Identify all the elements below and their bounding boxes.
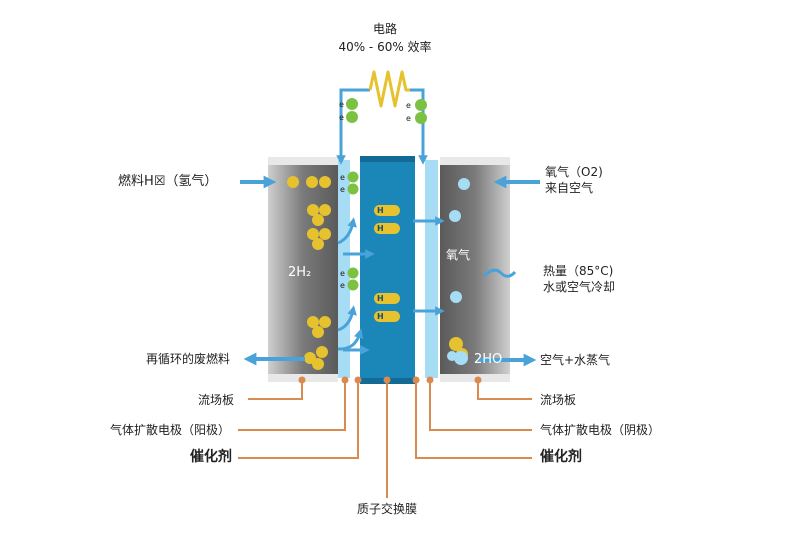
- anode-gas-label: 2H₂: [288, 265, 312, 280]
- hydrogen-flow-arrow-2: [337, 305, 357, 332]
- leader-gdl-cathode: [429, 380, 532, 431]
- leader-catalyst-left: [238, 380, 359, 459]
- circuit-title: 电路: [372, 22, 397, 36]
- electron-group-right: [415, 99, 427, 124]
- heat-wave: [482, 268, 517, 278]
- resistor: [368, 70, 410, 108]
- circuit-efficiency: 40% - 60% 效率: [338, 40, 432, 54]
- water-molecule-alt: [454, 351, 468, 365]
- leader-gdl-anode: [238, 380, 346, 431]
- electron-group-left: [346, 98, 358, 123]
- electron-symbol-1: e: [339, 100, 344, 109]
- gdl-anode-label: 气体扩散电极（阳极）: [110, 423, 231, 437]
- electron-symbol-5: e: [340, 173, 345, 182]
- leader-catalyst-right: [415, 380, 532, 459]
- cathode-gas-label: 氧气: [446, 248, 471, 262]
- gdl-cathode-label: 气体扩散电极（阴极）: [540, 423, 661, 437]
- electron-symbol-7: e: [340, 269, 345, 278]
- proton-symbol-2: H: [377, 224, 384, 233]
- anode-flow-plate: [268, 157, 338, 382]
- membrane-label: 质子交换膜: [356, 502, 417, 516]
- recycled-fuel-label: 再循环的废燃料: [146, 352, 231, 366]
- hydrogen-molecules: [287, 176, 331, 370]
- oxygen-particles: [449, 178, 470, 303]
- proton-symbol-3: H: [377, 294, 384, 303]
- electron-symbol-3: e: [406, 101, 411, 110]
- exhaust-label: 空气+水蒸气: [540, 353, 611, 367]
- electron-symbol-4: e: [406, 114, 411, 123]
- heat-label: 热量（85°C): [543, 264, 614, 278]
- leader-flow-plate-right: [477, 380, 532, 400]
- proton-group-upper: [374, 205, 400, 234]
- oxygen-label: 氧气（O2): [545, 165, 603, 179]
- leader-flow-plate-left: [248, 380, 303, 400]
- hydrogen-flow-arrow-3: [337, 328, 364, 351]
- flow-plate-left-label: 流场板: [198, 393, 235, 407]
- cathode-gas-diffusion-layer: [425, 160, 438, 378]
- water-label: 2HO: [474, 352, 503, 367]
- proton-symbol-4: H: [377, 312, 384, 321]
- catalyst-left-label: 催化剂: [190, 449, 232, 465]
- cathode-catalyst-layer: [419, 160, 425, 378]
- proton-group-lower: [374, 293, 400, 322]
- fuel-label: 燃料H☒（氢气）: [118, 174, 218, 189]
- catalyst-right-label: 催化剂: [540, 449, 582, 465]
- flow-plate-right-label: 流场板: [540, 393, 577, 407]
- electron-symbol-2: e: [339, 113, 344, 122]
- hydrogen-flow-arrow-1: [337, 217, 357, 245]
- heat-cooling-label: 水或空气冷却: [543, 280, 616, 294]
- electron-symbol-6: e: [340, 185, 345, 194]
- electron-group-anode: [347, 171, 359, 291]
- electron-symbol-8: e: [340, 281, 345, 290]
- proton-exchange-membrane: [360, 156, 415, 384]
- proton-symbol-1: H: [377, 206, 384, 215]
- oxygen-source-label: 来自空气: [545, 181, 594, 195]
